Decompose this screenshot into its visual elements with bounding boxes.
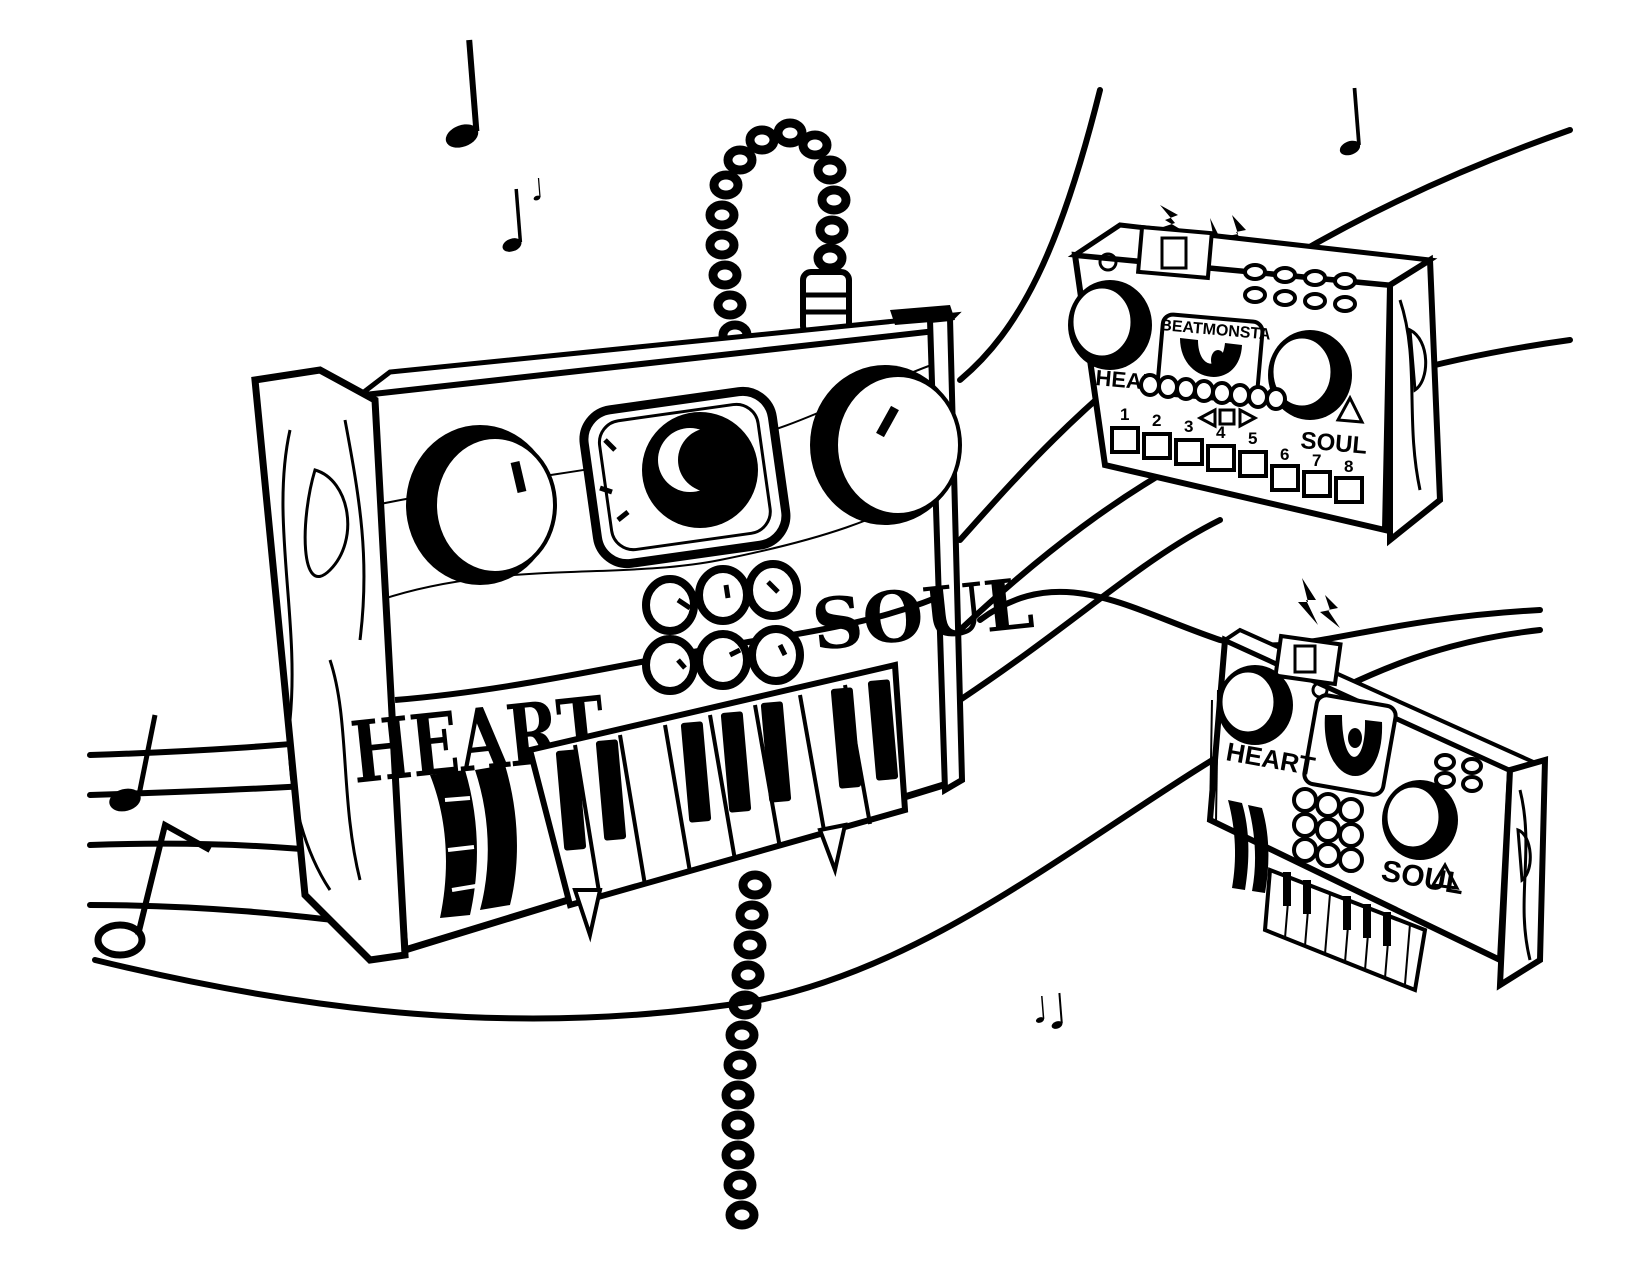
piano-keyboard[interactable] <box>1262 867 1428 993</box>
step-number: 1 <box>1120 405 1129 424</box>
volume-knob-left[interactable] <box>1217 665 1293 745</box>
pitch-wheel-pair[interactable] <box>430 765 517 918</box>
pad-button-row[interactable] <box>1139 373 1287 411</box>
play-icon[interactable] <box>1196 407 1259 429</box>
music-note-icon <box>1034 995 1046 1025</box>
eye-display-screen <box>1302 693 1398 797</box>
wood-side-panel-left <box>251 366 409 964</box>
music-note-icon <box>532 177 542 202</box>
small-knob-cluster[interactable] <box>642 560 804 695</box>
step-number: 5 <box>1248 429 1257 448</box>
step-number: 2 <box>1152 411 1161 430</box>
piano-keyboard[interactable] <box>526 661 909 943</box>
step-number: 8 <box>1344 457 1353 476</box>
volume-knob-right[interactable] <box>810 365 962 525</box>
volume-knob-left[interactable] <box>406 425 557 585</box>
step-number: 4 <box>1216 423 1226 442</box>
chain-cable-bottom <box>726 875 767 1225</box>
step-number: 7 <box>1312 451 1321 470</box>
power-icon[interactable] <box>1273 633 1343 699</box>
pitch-wheel-pair[interactable] <box>1228 800 1269 893</box>
jack-grid[interactable] <box>1243 263 1357 313</box>
beatmonsta-device-bottom: HEART SOUL <box>1206 578 1549 993</box>
step-number: 6 <box>1280 445 1289 464</box>
music-note-icon <box>109 714 158 812</box>
triangle-icon <box>1335 394 1365 424</box>
music-note-icon <box>498 187 526 257</box>
music-note-icon <box>1335 86 1365 160</box>
step-button-row[interactable] <box>1110 426 1364 504</box>
volume-knob-right[interactable] <box>1268 330 1352 420</box>
power-icon[interactable] <box>1098 224 1214 281</box>
music-note-icon <box>1049 991 1065 1032</box>
volume-knob-right[interactable] <box>1382 780 1458 860</box>
step-number-row: 1 2 3 4 5 6 7 8 <box>1120 405 1353 476</box>
small-knob-cluster[interactable] <box>1292 787 1364 873</box>
volume-knob-left[interactable] <box>1068 280 1152 370</box>
step-number: 3 <box>1184 417 1193 436</box>
jack-grid[interactable] <box>1434 753 1483 793</box>
heart-soul-synth: HEART SOUL <box>251 123 1037 1225</box>
music-note-icon <box>443 40 482 152</box>
eye-display-screen <box>579 386 791 569</box>
soul-label: SOUL <box>1299 427 1368 460</box>
music-note-icon <box>94 820 212 959</box>
chain-cable-top <box>710 123 852 345</box>
beatmonsta-device-top: BEATMONSTA HEAR SOUL 1 2 3 4 5 6 7 8 <box>1067 205 1444 547</box>
lightning-icon <box>1298 578 1340 628</box>
triangle-icon <box>1430 861 1460 890</box>
